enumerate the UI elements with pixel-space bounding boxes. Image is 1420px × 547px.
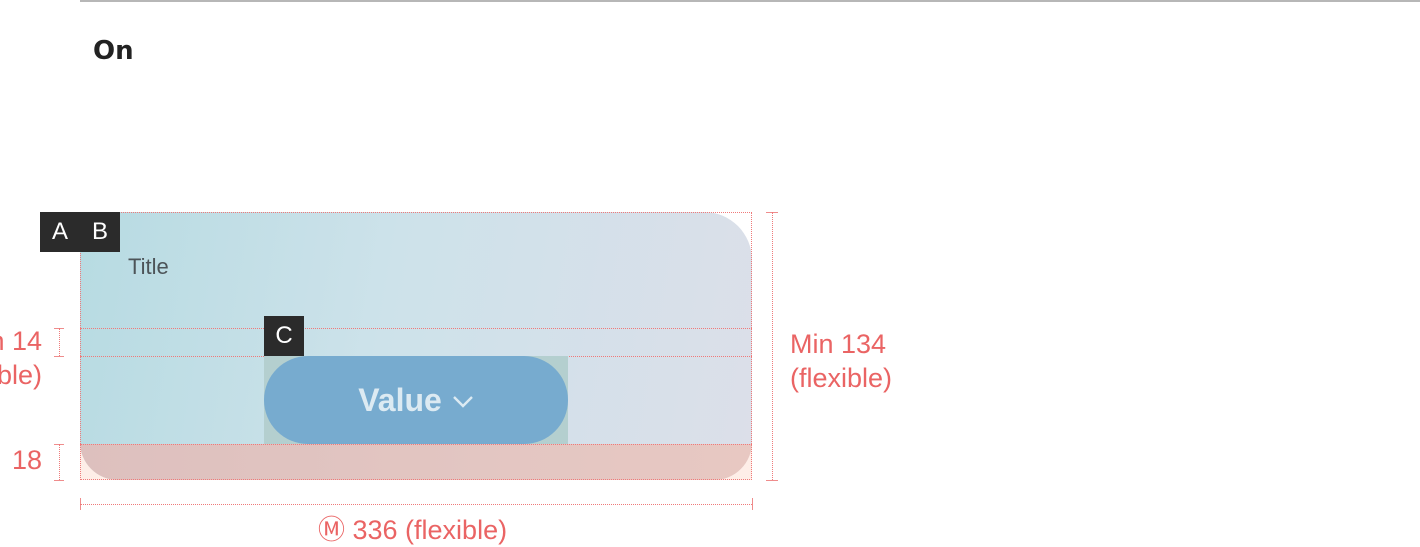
height-annotation-value: Min 134 (790, 329, 887, 359)
value-bottom-guide (80, 444, 752, 445)
width-dimension-right-tick (752, 498, 753, 510)
height-dimension-bottom-tick (766, 480, 778, 481)
bottom-pad-dimension-line (59, 444, 60, 480)
width-dimension-line (80, 504, 752, 505)
section-title: On (93, 36, 134, 66)
chevron-down-icon (452, 396, 473, 408)
gap-dimension-line (59, 328, 60, 356)
card-title: Title (128, 254, 169, 279)
height-annotation-flexible: (flexible) (790, 363, 893, 393)
bottom-padding-highlight (80, 444, 752, 480)
value-label: Value (358, 381, 442, 418)
gap-dimension-bottom-tick (54, 356, 64, 357)
badge-c: C (264, 316, 304, 356)
card-bottom-padding-area (80, 444, 752, 480)
gap-annotation-flexible: (flexible) (0, 360, 42, 390)
bottom-pad-annotation: 18 (11, 445, 42, 475)
badge-b: B (80, 212, 120, 252)
top-divider (80, 0, 1420, 2)
gap-annotation-value: Min 14 (0, 326, 42, 356)
badge-a: A (40, 212, 80, 252)
width-annotation: Ⓜ 336 (flexible) (318, 515, 508, 545)
height-dimension-line (772, 212, 773, 480)
value-dropdown-button[interactable]: Value (264, 356, 568, 444)
title-bottom-guide (80, 328, 752, 329)
bottom-pad-bottom-tick (54, 480, 64, 481)
